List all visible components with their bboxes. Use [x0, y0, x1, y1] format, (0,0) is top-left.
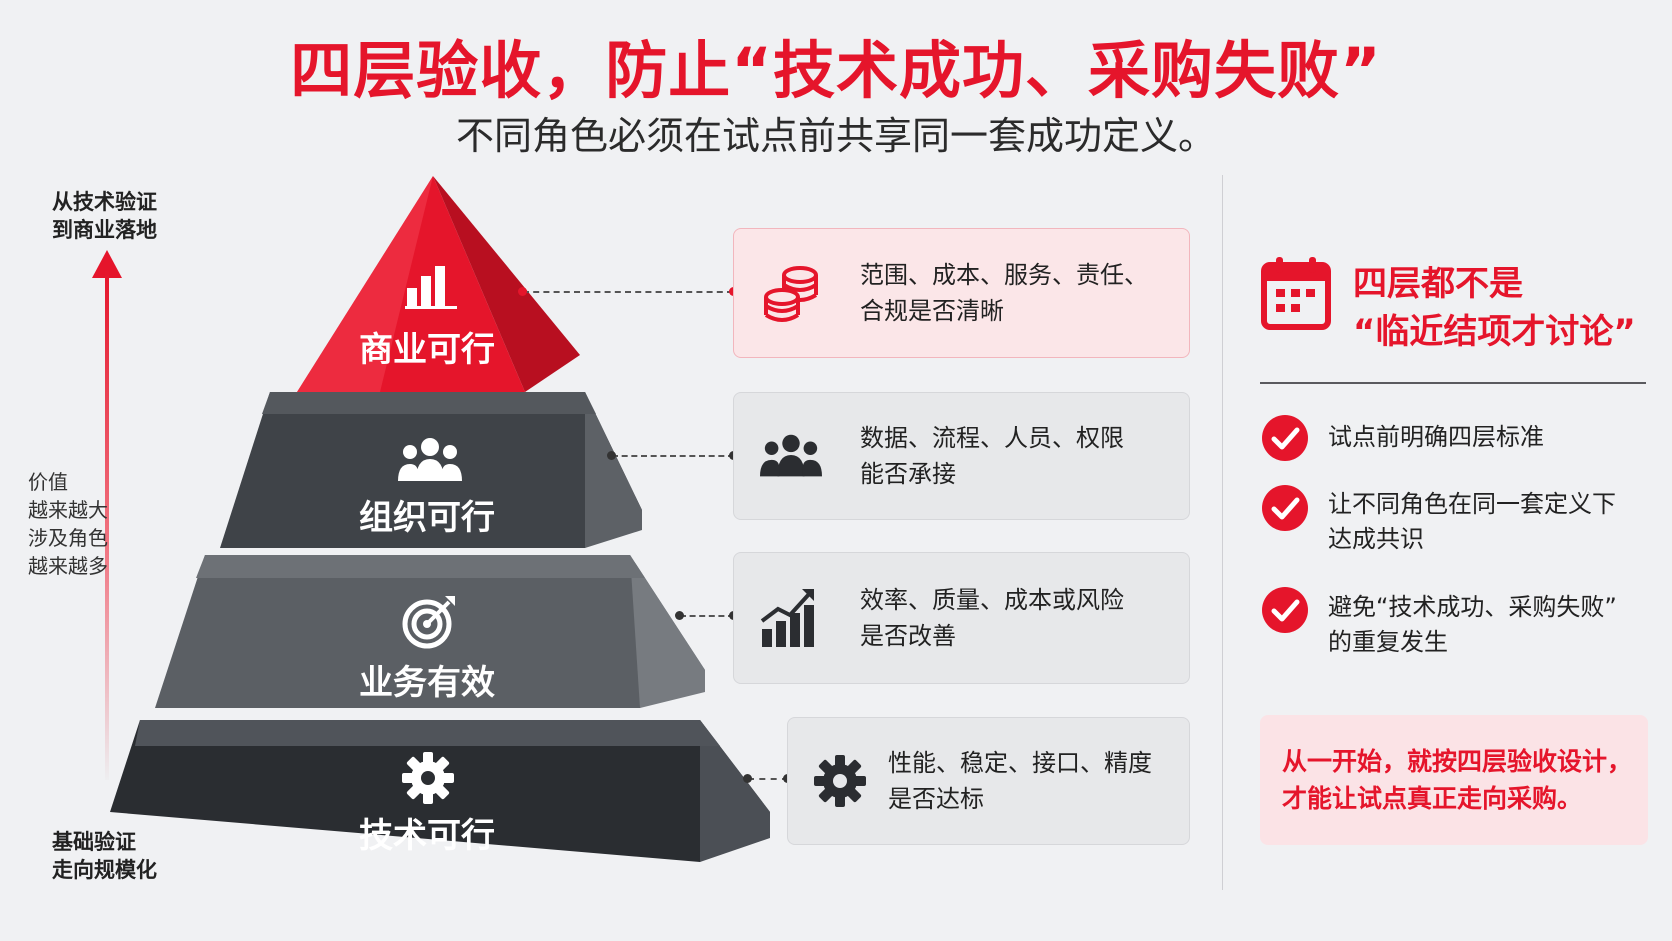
tier-label-technical: 技术可行 — [359, 816, 495, 856]
connector-dot — [607, 451, 616, 460]
connector-line — [523, 291, 733, 293]
detail-box-business: 效率、质量、成本或风险 是否改善 — [733, 552, 1190, 684]
connector-line — [680, 615, 734, 617]
page-title: 四层验收，防止“技术成功、采购失败” — [290, 34, 1382, 107]
vertical-divider — [1222, 175, 1223, 890]
gear-icon — [402, 752, 454, 804]
connector-dot — [675, 611, 684, 620]
tier-commercial-shape — [297, 176, 580, 392]
tier-label-commercial: 商业可行 — [359, 330, 495, 370]
horizontal-divider — [1260, 382, 1646, 384]
tier-business-shape — [155, 555, 705, 708]
check-item-text: 避免“技术成功、采购失败” 的重复发生 — [1328, 593, 1617, 656]
callout-text: 从一开始，就按四层验收设计， 才能让试点真正走向采购。 — [1282, 747, 1633, 813]
axis-bottom-label: 基础验证 走向规模化 — [52, 830, 157, 882]
detail-text: 效率、质量、成本或风险 是否改善 — [860, 586, 1124, 650]
growth-chart-icon — [760, 589, 814, 647]
tier-label-business: 业务有效 — [359, 663, 495, 703]
connector-line — [748, 778, 788, 780]
axis-middle-label: 价值 越来越大 涉及角色 越来越多 — [28, 470, 108, 578]
connector-dot — [518, 287, 527, 296]
axis-top-label: 从技术验证 到商业落地 — [52, 190, 157, 242]
check-circle-icon — [1262, 587, 1308, 633]
bar-chart-icon — [405, 266, 457, 309]
detail-box-commercial: 范围、成本、服务、责任、 合规是否清晰 — [733, 228, 1190, 358]
check-circle-icon — [1262, 415, 1308, 461]
check-item-text: 让不同角色在同一套定义下 达成共识 — [1328, 490, 1616, 553]
calendar-icon — [1261, 257, 1331, 330]
gear-icon — [814, 755, 866, 807]
callout-box: 从一开始，就按四层验收设计， 才能让试点真正走向采购。 — [1260, 715, 1648, 845]
page-subtitle: 不同角色必须在试点前共享同一套成功定义。 — [455, 114, 1216, 158]
people-icon — [398, 438, 462, 481]
connector-line — [612, 455, 734, 457]
detail-text: 性能、稳定、接口、精度 是否达标 — [888, 749, 1152, 813]
coins-icon — [764, 266, 818, 322]
target-icon — [402, 596, 455, 649]
tier-organization-shape — [220, 392, 642, 548]
detail-box-organization: 数据、流程、人员、权限 能否承接 — [733, 392, 1190, 520]
detail-text: 范围、成本、服务、责任、 合规是否清晰 — [860, 261, 1148, 325]
detail-box-technical: 性能、稳定、接口、精度 是否达标 — [787, 717, 1190, 845]
detail-text: 数据、流程、人员、权限 能否承接 — [860, 424, 1124, 488]
axis-line — [105, 270, 109, 780]
people-icon — [760, 434, 822, 477]
tier-label-organization: 组织可行 — [359, 498, 495, 538]
sidebar-title: 四层都不是 “临近结项才讨论” — [1353, 264, 1636, 352]
connector-dot — [743, 774, 752, 783]
check-item-text: 试点前明确四层标准 — [1328, 423, 1544, 451]
check-circle-icon — [1262, 485, 1308, 531]
